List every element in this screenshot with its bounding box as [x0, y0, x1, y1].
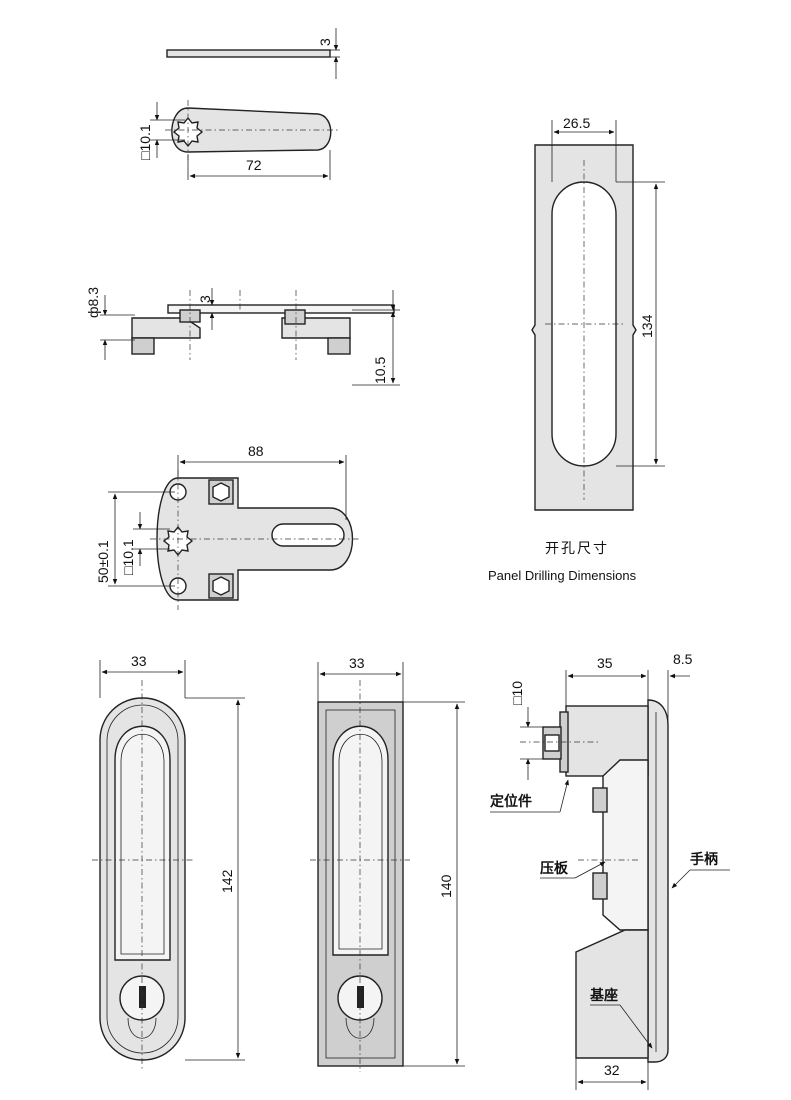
dim-side-8-5: 8.5: [673, 651, 693, 667]
panel-cutout-view: 26.5 134 开孔尺寸 Panel Drilling Dimensions: [488, 115, 665, 583]
dim-rect-height: 140: [438, 874, 454, 898]
caption-panel-cn: 开孔尺寸: [545, 540, 609, 556]
dim-rect-width: 33: [349, 655, 365, 671]
callout-handle: 手柄: [690, 851, 718, 867]
dim-front-height: 142: [219, 869, 235, 893]
callout-press-plate: 压板: [540, 860, 569, 876]
dim-thickness-top: 3: [317, 38, 333, 46]
front-view-rounded: 33 142: [92, 653, 245, 1070]
lever-top-view: □10.1 72: [137, 100, 340, 180]
lever-side-view: ф8.3 3 10.5: [85, 287, 400, 386]
dim-length-72: 72: [246, 157, 262, 173]
dim-phi: ф8.3: [85, 287, 101, 318]
dim-cutout-height: 134: [639, 314, 655, 338]
dim-front-width: 33: [131, 653, 147, 669]
dim-thickness-side: 3: [197, 295, 213, 303]
dim-width-88: 88: [248, 443, 264, 459]
front-view-rectangular: 33 140: [310, 655, 465, 1072]
dim-side-square: □10: [509, 681, 525, 705]
dim-square-mid: □10.1: [120, 539, 136, 575]
callout-base: 基座: [590, 987, 618, 1003]
dim-height-10-5: 10.5: [372, 357, 388, 384]
dim-side-32: 32: [604, 1062, 620, 1078]
dim-height-50: 50±0.1: [95, 540, 111, 583]
caption-panel-en: Panel Drilling Dimensions: [488, 568, 637, 583]
dim-square-top: □10.1: [137, 124, 153, 160]
plate-edge-view: 3: [166, 28, 340, 79]
callout-locator: 定位件: [490, 793, 532, 809]
dim-cutout-width: 26.5: [563, 115, 590, 131]
dim-side-35: 35: [597, 655, 613, 671]
lever-plan-view: 88 50±0.1 □10.1: [95, 443, 360, 610]
side-assembly-view: □10 35 8.5 32 定位件 压板 手柄 基座: [490, 651, 730, 1090]
